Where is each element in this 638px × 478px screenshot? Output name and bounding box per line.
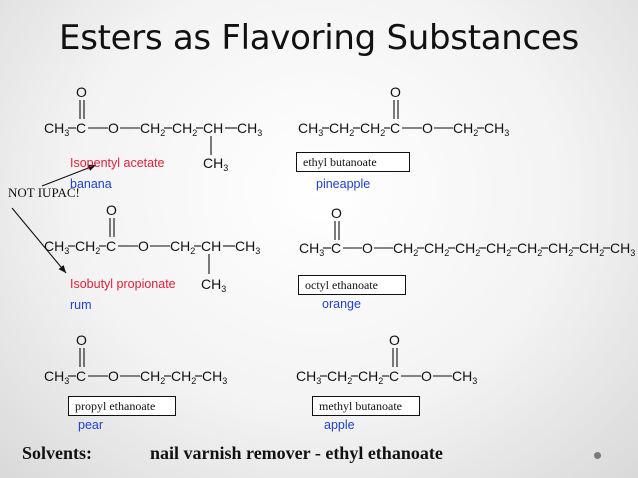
svg-text:O: O [422,120,433,136]
svg-text:CH2: CH2 [517,240,542,258]
svg-text:O: O [362,240,373,256]
svg-text:C: C [331,240,341,256]
flavor-pear: pear [78,418,104,432]
name-octyl-ethanoate: octyl ethanoate [298,275,406,295]
structure-octyl-ethanoate: O CH3 C O CH2 CH2 CH2 CH2 CH2 CH2 CH2 CH… [299,205,635,258]
svg-text:O: O [108,120,119,136]
flavor-apple: apple [324,418,355,432]
svg-text:CH2: CH2 [393,240,418,258]
name-methyl-butanoate: methyl butanoate [312,396,420,416]
svg-text:O: O [390,84,401,100]
svg-text:C: C [76,368,86,384]
svg-text:CH3: CH3 [203,155,228,173]
structure-ethyl-butanoate: O CH3 CH2 CH2 C O CH2 CH3 [298,84,509,138]
svg-text:CH3: CH3 [452,368,477,386]
svg-text:CH2: CH2 [171,368,196,386]
svg-text:CH2: CH2 [358,368,383,386]
flavor-rum: rum [70,298,92,312]
svg-text:CH: CH [201,238,221,254]
structure-methyl-butanoate: O CH3 CH2 CH2 C O CH3 [296,332,477,386]
footer-label: Solvents: [22,443,93,463]
svg-text:CH2: CH2 [424,240,449,258]
svg-text:CH3: CH3 [484,120,509,138]
svg-text:O: O [76,332,87,348]
svg-text:CH2: CH2 [455,240,480,258]
svg-text:O: O [421,368,432,384]
svg-text:CH3: CH3 [44,120,69,138]
footer-text: nail varnish remover - ethyl ethanoate [150,443,443,463]
svg-text:O: O [331,205,342,221]
svg-text:O: O [138,238,149,254]
svg-text:CH2: CH2 [140,120,165,138]
flavor-pineapple: pineapple [316,177,371,191]
svg-text:CH3: CH3 [235,238,260,256]
svg-text:C: C [389,368,399,384]
flavor-banana: banana [70,177,112,191]
svg-text:CH3: CH3 [44,238,69,256]
svg-text:CH3: CH3 [237,120,262,138]
svg-text:CH3: CH3 [298,120,323,138]
svg-text:CH2: CH2 [360,120,385,138]
svg-text:CH3: CH3 [201,276,226,294]
svg-text:CH2: CH2 [548,240,573,258]
structure-isobutyl-propionate: O CH3 CH2 C O CH2 CH CH3 CH3 [44,202,260,294]
svg-text:C: C [106,238,116,254]
slide-title: Esters as Flavoring Substances [59,18,579,58]
svg-text:CH3: CH3 [296,368,321,386]
svg-text:CH: CH [203,120,223,136]
svg-text:CH2: CH2 [579,240,604,258]
svg-text:O: O [389,332,400,348]
svg-text:CH2: CH2 [327,368,352,386]
structure-propyl-ethanoate: O CH3 C O CH2 CH2 CH3 [44,332,227,386]
name-isobutyl-propionate: Isobutyl propionate [70,277,176,291]
svg-text:C: C [76,120,86,136]
svg-text:CH2: CH2 [486,240,511,258]
svg-text:CH3: CH3 [202,368,227,386]
svg-text:CH3: CH3 [299,240,324,258]
name-propyl-ethanoate: propyl ethanoate [68,396,176,416]
svg-text:CH2: CH2 [453,120,478,138]
svg-text:CH2: CH2 [75,238,100,256]
flavor-orange: orange [322,297,361,311]
svg-text:CH2: CH2 [170,238,195,256]
svg-text:O: O [106,202,117,218]
svg-text:CH2: CH2 [172,120,197,138]
svg-text:CH2: CH2 [140,368,165,386]
svg-text:C: C [390,120,400,136]
svg-text:CH3: CH3 [610,240,635,258]
svg-text:CH3: CH3 [44,368,69,386]
note-arrow-1 [41,164,97,187]
name-ethyl-butanoate: ethyl butanoate [296,152,410,172]
structure-isopentyl-acetate: O CH3 C O CH2 CH2 CH CH3 CH3 [44,84,262,173]
not-iupac-note: NOT IUPAC! [8,185,80,200]
note-arrow-2 [11,207,67,274]
slide-dot [594,452,601,459]
svg-text:O: O [76,84,87,100]
svg-text:CH2: CH2 [329,120,354,138]
name-isopentyl-acetate: Isopentyl acetate [70,156,165,170]
svg-text:O: O [108,368,119,384]
